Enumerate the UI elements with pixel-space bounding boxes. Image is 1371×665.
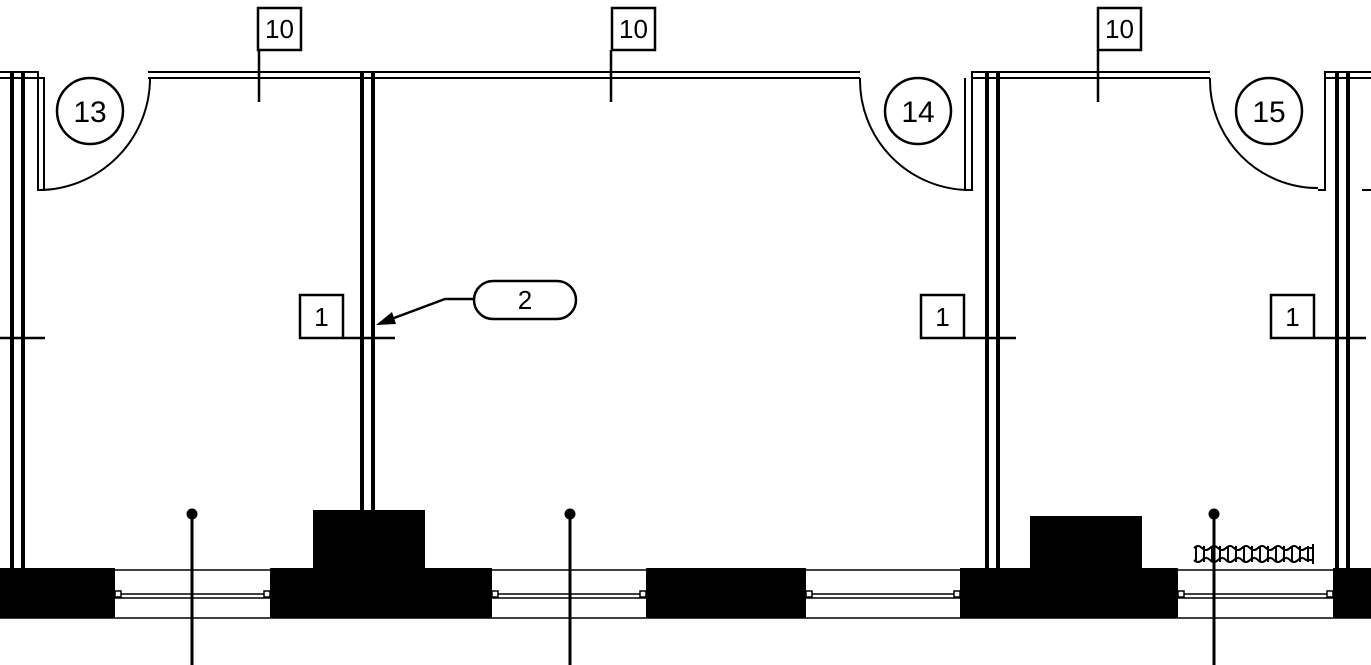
partition-tag: 1 <box>919 293 966 340</box>
door-number: 14 <box>901 96 934 129</box>
structural-columns <box>0 510 1371 618</box>
ceiling-tag: 10 <box>610 6 657 52</box>
reference-lines <box>186 508 1220 665</box>
door-tag: 15 <box>1234 76 1304 146</box>
partition-tag-label: 1 <box>935 302 949 332</box>
note-callout: 2 <box>376 279 578 325</box>
partition-tag: 1 <box>298 293 345 340</box>
door-tag: 13 <box>55 76 125 146</box>
door-number: 15 <box>1252 96 1285 129</box>
ceiling-tag: 10 <box>256 6 303 52</box>
partition-tag-label: 1 <box>1285 302 1299 332</box>
door-tag: 14 <box>883 76 953 146</box>
partition-tag-label: 1 <box>314 302 328 332</box>
ceiling-tag: 10 <box>1096 6 1143 52</box>
ceiling-tag-label: 10 <box>265 14 294 44</box>
arrowhead-icon <box>376 312 396 325</box>
partition-tag: 1 <box>1269 293 1316 340</box>
corridor-wall <box>0 71 1371 191</box>
ceiling-tag-label: 10 <box>619 14 648 44</box>
mullion-joints <box>114 590 1334 598</box>
door-number: 13 <box>73 96 106 129</box>
partition-walls <box>10 72 1350 568</box>
note-callout-label: 2 <box>518 285 532 315</box>
ceiling-tag-label: 10 <box>1105 14 1134 44</box>
insulation-symbol <box>1193 544 1314 564</box>
tag-leaders <box>0 50 1366 340</box>
door-swings <box>37 77 1319 191</box>
